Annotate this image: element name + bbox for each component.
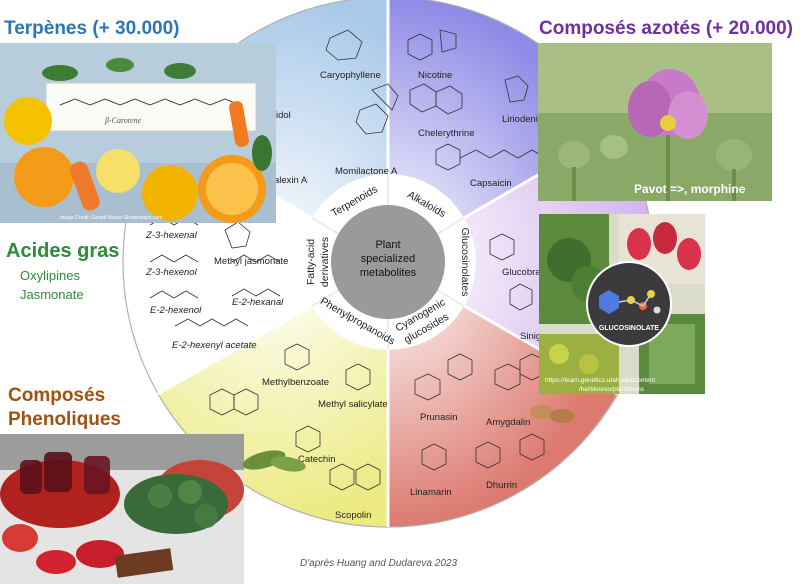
- photo-glucosinolate: GLUCOSINOLATE https://learn.genetics.uta…: [539, 214, 705, 394]
- photo-credit: Image Credit: Gerald Mauro-Shutterstock.…: [60, 215, 162, 221]
- label-methyl-salicylate: Methyl salicylate: [318, 399, 388, 410]
- almonds-icon: [530, 405, 574, 423]
- label-nicotine: Nicotine: [418, 70, 452, 81]
- molecule-sketches: [149, 29, 547, 491]
- label-capsaicin: Capsaicin: [470, 178, 512, 189]
- label-scopolin: Scopolin: [335, 510, 371, 521]
- heading-terpenes: Terpènes (+ 30.000): [4, 18, 180, 39]
- heading-acides-gras: Acides gras: [6, 240, 120, 262]
- subheading-jasmonate: Jasmonate: [20, 287, 84, 302]
- class-fatty-2: derivatives: [319, 237, 331, 287]
- label-linamarin: Linamarin: [410, 487, 452, 498]
- heading-azotes: Composés azotés (+ 20.000): [539, 18, 793, 39]
- class-fatty-1: Fatty-acid: [305, 239, 317, 285]
- label-glucobrassicin: Glucobrassicin: [502, 267, 564, 278]
- label-sinigrin: Sinigrin: [520, 331, 552, 342]
- label-z3-hexenal: Z-3-hexenal: [145, 230, 198, 241]
- subheading-oxylipines: Oxylipines: [20, 268, 80, 283]
- heading-phenoliques-2: Phenoliques: [8, 409, 121, 430]
- center-circle: [331, 205, 445, 319]
- label-dhurrin: Dhurrin: [486, 480, 517, 491]
- class-glucosinolates: Glucosinolates: [459, 228, 471, 297]
- center-line1: Plant: [375, 239, 400, 251]
- label-e2-hexenyl-acetate: E-2-hexenyl acetate: [172, 340, 257, 351]
- label-catechin: Catechin: [298, 454, 336, 465]
- glucosinolate-badge-label: GLUCOSINOLATE: [599, 325, 659, 332]
- label-alexin: alexin A: [274, 175, 308, 186]
- citation: D'après Huang and Dudareva 2023: [300, 558, 458, 569]
- photo-pavot: Pavot =>, morphine: [538, 43, 772, 201]
- heading-phenoliques-1: Composés: [8, 385, 106, 406]
- tea-leaves-icon: [242, 450, 306, 472]
- label-methylbenzoate: Methylbenzoate: [262, 377, 329, 388]
- glucosinolate-badge: [586, 261, 672, 347]
- label-z3-hexenol: Z-3-hexenol: [145, 267, 198, 278]
- carotene-note: β-Carotene: [104, 116, 142, 125]
- photo-url-line1: https://learn.genetics.utah.edu/content: [545, 377, 655, 384]
- photo-phenoliques: [0, 434, 244, 584]
- pavot-caption: Pavot =>, morphine: [634, 182, 746, 196]
- label-e2-hexanal: E-2-hexanal: [232, 297, 284, 308]
- label-caryophyllene: Caryophyllene: [320, 70, 381, 81]
- label-chelerythrine: Chelerythrine: [418, 128, 475, 139]
- label-prunasin: Prunasin: [420, 412, 458, 423]
- label-amygdalin: Amygdalin: [486, 417, 530, 428]
- photo-url-line2: /herbivores/planttoxins: [579, 386, 645, 393]
- label-momilactone: Momilactone A: [335, 166, 398, 177]
- center-line3: metabolites: [360, 267, 417, 279]
- label-e2-hexenol: E-2-hexenol: [150, 305, 202, 316]
- label-liriodenine: Liriodenine: [502, 114, 548, 125]
- photo-carotene-fruits: β-Carotene Image Credit: Gerald Mauro-Sh…: [0, 43, 276, 223]
- lemon-icon: [4, 97, 52, 145]
- label-idol: idol: [276, 110, 291, 121]
- label-methyl-jasmonate: Methyl jasmonate: [214, 256, 288, 267]
- center-line2: specialized: [361, 253, 415, 265]
